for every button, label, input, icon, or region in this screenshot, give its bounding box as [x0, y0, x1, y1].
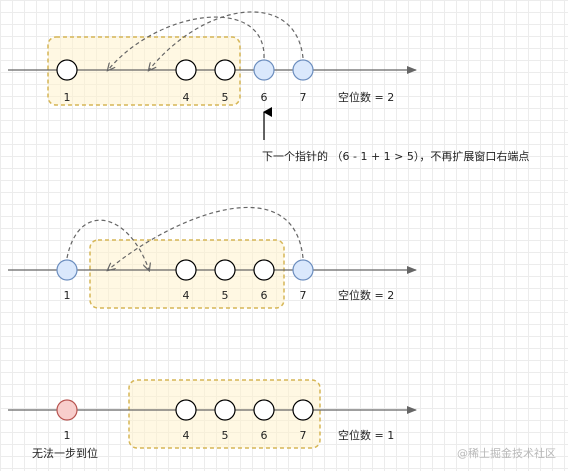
node-circle-blue	[292, 259, 314, 281]
node-circle-red	[56, 399, 78, 421]
node-circle	[175, 259, 197, 281]
node-label: 4	[183, 289, 190, 302]
node-label: 4	[183, 91, 190, 104]
node-label: 7	[300, 289, 307, 302]
node-circle	[292, 399, 314, 421]
pointer-note: 下一个指针的 （6 - 1 + 1 > 5），不再扩展窗口右端点	[262, 149, 529, 163]
row-3: 1 4 5 6 7 空位数 = 1 无法一步到位	[8, 379, 417, 460]
node-label: 7	[300, 91, 307, 104]
node-label: 6	[261, 289, 268, 302]
node-circle	[214, 259, 236, 281]
node-circle	[214, 399, 236, 421]
failure-note: 无法一步到位	[32, 446, 98, 460]
node-label: 7	[300, 429, 307, 442]
node-circle	[56, 59, 78, 81]
node-circle-blue	[292, 59, 314, 81]
node-circle	[214, 59, 236, 81]
node-label: 5	[222, 91, 229, 104]
node-circle	[253, 399, 275, 421]
watermark: @稀土掘金技术社区	[457, 446, 556, 460]
node-label: 1	[64, 289, 71, 302]
node-circle	[253, 259, 275, 281]
node-label: 5	[222, 289, 229, 302]
arc-arrow-7	[108, 207, 304, 270]
node-circle	[175, 59, 197, 81]
node-label: 6	[261, 429, 268, 442]
node-label: 1	[64, 429, 71, 442]
arc-arrow-7	[149, 11, 304, 70]
empty-slots-count: 空位数 = 2	[338, 288, 394, 302]
node-label: 1	[64, 91, 71, 104]
node-circle	[175, 399, 197, 421]
window-highlight	[47, 36, 241, 106]
node-circle-blue	[253, 59, 275, 81]
empty-slots-count: 空位数 = 1	[338, 428, 394, 442]
node-label: 4	[183, 429, 190, 442]
node-label: 5	[222, 429, 229, 442]
row-2: 1 4 5 6 7 空位数 = 2	[8, 207, 417, 309]
node-label: 6	[261, 91, 268, 104]
row-1: 1 4 5 6 7 空位数 = 2 下一个指针的 （6 - 1 + 1 > 5）…	[8, 11, 529, 163]
arc-arrow-1	[66, 219, 149, 270]
node-circle-blue	[56, 259, 78, 281]
empty-slots-count: 空位数 = 2	[338, 90, 394, 104]
